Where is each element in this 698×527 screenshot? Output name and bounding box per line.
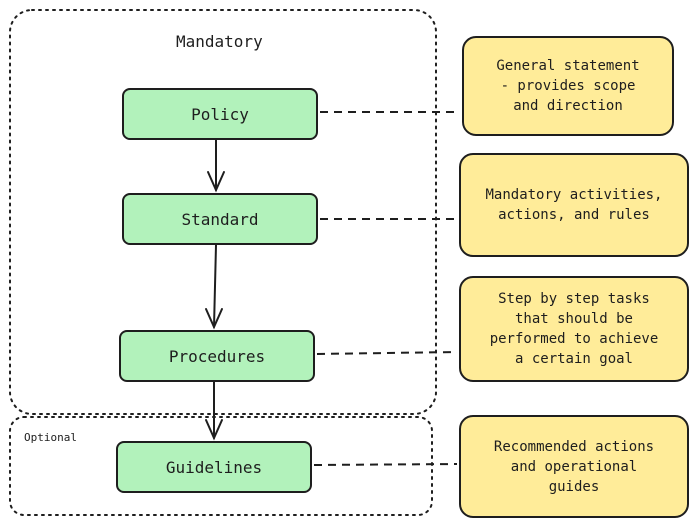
arrow-policy-to-standard bbox=[207, 139, 225, 193]
dashed-connector-guidelines bbox=[313, 463, 458, 466]
procedures-node[interactable]: Procedures bbox=[119, 330, 315, 382]
mandatory-group-label: Mandatory bbox=[176, 32, 263, 51]
optional-group-label: Optional bbox=[24, 431, 77, 444]
mandatory-group-border bbox=[9, 9, 437, 415]
dashed-connector-procedures bbox=[316, 351, 458, 355]
guidelines-node[interactable]: Guidelines bbox=[116, 441, 312, 493]
policy-description-note[interactable]: General statement - provides scope and d… bbox=[462, 36, 674, 136]
standard-description-note[interactable]: Mandatory activities, actions, and rules bbox=[459, 153, 689, 257]
policy-node[interactable]: Policy bbox=[122, 88, 318, 140]
procedures-description-note[interactable]: Step by step tasks that should be perfor… bbox=[459, 276, 689, 382]
standard-node[interactable]: Standard bbox=[122, 193, 318, 245]
guidelines-description-note[interactable]: Recommended actions and operational guid… bbox=[459, 415, 689, 518]
arrow-standard-to-procedures bbox=[205, 244, 223, 330]
arrow-procedures-to-guidelines bbox=[205, 381, 223, 441]
optional-group-border bbox=[9, 416, 433, 516]
